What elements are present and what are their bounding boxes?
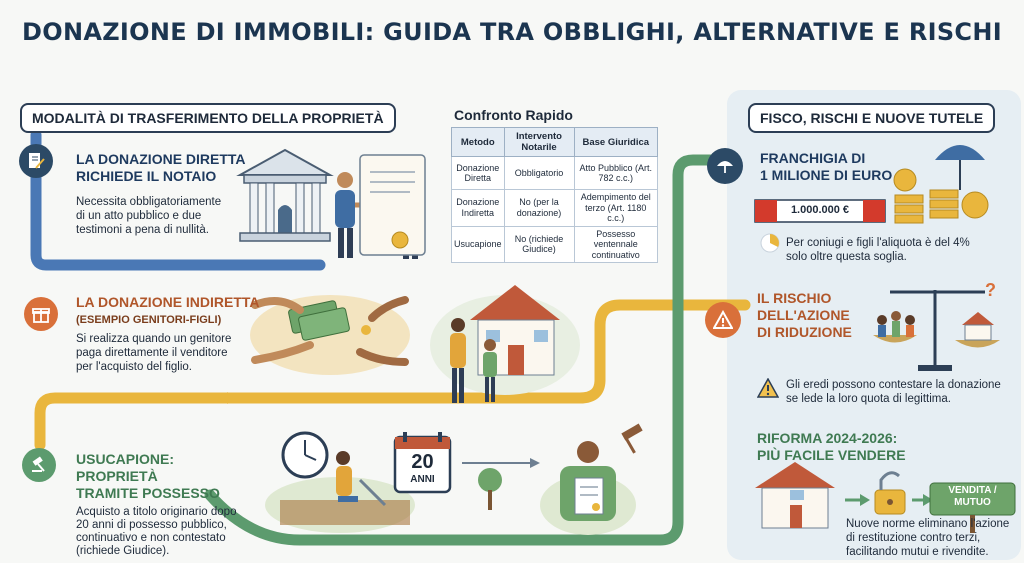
yellow-arrow-head bbox=[218, 392, 228, 404]
arrow-to-notary-head bbox=[530, 458, 540, 468]
comparison-header: Metodo bbox=[451, 127, 505, 157]
comparison-header: Base Giuridica bbox=[573, 127, 659, 157]
warning-icon bbox=[756, 377, 780, 403]
calendar-icon bbox=[393, 432, 452, 494]
direct-donation-title: LA DONAZIONE DIRETTA RICHIEDE IL NOTAIO bbox=[76, 151, 246, 184]
riduzione-text: Gli eredi possono contestare la donazion… bbox=[786, 379, 1001, 405]
table-cell: Possesso ventennale continuativo bbox=[573, 225, 659, 263]
sale-mortgage-sign: VENDITA / MUTUO bbox=[948, 485, 997, 508]
usucapione-text: Acquisto a titolo originario dopo 20 ann… bbox=[76, 506, 237, 557]
gardening-scene-illustration bbox=[265, 431, 502, 533]
money-exchange-illustration bbox=[250, 295, 410, 375]
gift-icon bbox=[24, 297, 58, 331]
table-cell: Obbligatorio bbox=[503, 156, 575, 190]
blue-flow-path bbox=[30, 129, 326, 271]
balance-scale-illustration bbox=[873, 290, 1000, 371]
house-chain-lock-illustration bbox=[755, 462, 1016, 533]
table-cell: No (richiede Giudice) bbox=[503, 225, 575, 263]
indirect-donation-title: LA DONAZIONE INDIRETTA bbox=[76, 294, 260, 310]
indirect-donation-subtitle: (ESEMPIO GENITORI-FIGLI) bbox=[76, 314, 222, 326]
table-row: Donazione Diretta Obbligatorio Atto Pubb… bbox=[451, 156, 659, 190]
franchigia-text: Per coniugi e figli l'aliquota è del 4% … bbox=[786, 237, 970, 263]
table-cell: Donazione Indiretta bbox=[451, 189, 505, 227]
right-section-header: FISCO, RISCHI E NUOVE TUTELE bbox=[748, 103, 996, 133]
gavel-circle-icon bbox=[22, 448, 56, 482]
usucapione-title: USUCAPIONE: PROPRIETÀ TRAMITE POSSESSO bbox=[76, 451, 220, 501]
franchigia-title: FRANCHIGIA DI 1 MILIONE DI EURO bbox=[760, 150, 893, 183]
riforma-text: Nuove norme eliminano l'azione di restit… bbox=[846, 518, 1010, 558]
comparison-header: Intervento Notarile bbox=[503, 127, 575, 157]
umbrella-circle-icon bbox=[707, 148, 743, 184]
scroll-document-illustration bbox=[359, 154, 426, 256]
table-row: Usucapione No (richiede Giudice) Possess… bbox=[451, 225, 659, 263]
green-flow-path bbox=[204, 154, 731, 546]
person-with-certificate-illustration bbox=[540, 423, 643, 535]
direct-donation-text: Necessita obbligatoriamente di un atto p… bbox=[76, 196, 222, 236]
table-cell: No (per la donazione) bbox=[503, 189, 575, 227]
pie-percent-icon bbox=[760, 233, 780, 253]
calendar-label: ANNI bbox=[410, 474, 435, 485]
riforma-title: RIFORMA 2024-2026: PIÙ FACILE VENDERE bbox=[757, 430, 906, 463]
table-cell: Donazione Diretta bbox=[451, 156, 505, 190]
table-row: Donazione Indiretta No (per la donazione… bbox=[451, 189, 659, 227]
page-title: DONAZIONE DI IMMOBILI: GUIDA TRA OBBLIGH… bbox=[22, 18, 1002, 46]
indirect-donation-text: Si realizza quando un genitore paga dire… bbox=[76, 333, 232, 373]
table-cell: Usucapione bbox=[451, 225, 505, 263]
question-mark: ? bbox=[985, 280, 996, 300]
table-cell: Atto Pubblico (Art. 782 c.c.) bbox=[573, 156, 659, 190]
barrier-coins-illustration bbox=[754, 145, 989, 224]
warning-circle-icon bbox=[705, 302, 741, 338]
table-cell: Adempimento del terzo (Art. 1180 c.c.) bbox=[573, 189, 659, 227]
yellow-flow-path bbox=[34, 299, 751, 451]
left-section-header: MODALITÀ DI TRASFERIMENTO DELLA PROPRIET… bbox=[20, 103, 396, 133]
barrier-label: 1.000.000 € bbox=[790, 204, 850, 216]
comparison-title: Confronto Rapido bbox=[454, 107, 573, 123]
family-house-illustration bbox=[430, 285, 580, 403]
calendar-number: 20 bbox=[411, 451, 434, 473]
umbrella-icon bbox=[935, 145, 985, 160]
riduzione-title: IL RISCHIO DELL'AZIONE DI RIDUZIONE bbox=[757, 290, 852, 340]
courthouse-illustration bbox=[236, 148, 334, 242]
contract-pen-icon bbox=[19, 144, 53, 178]
comparison-table: Metodo Intervento Notarile Base Giuridic… bbox=[451, 127, 659, 263]
